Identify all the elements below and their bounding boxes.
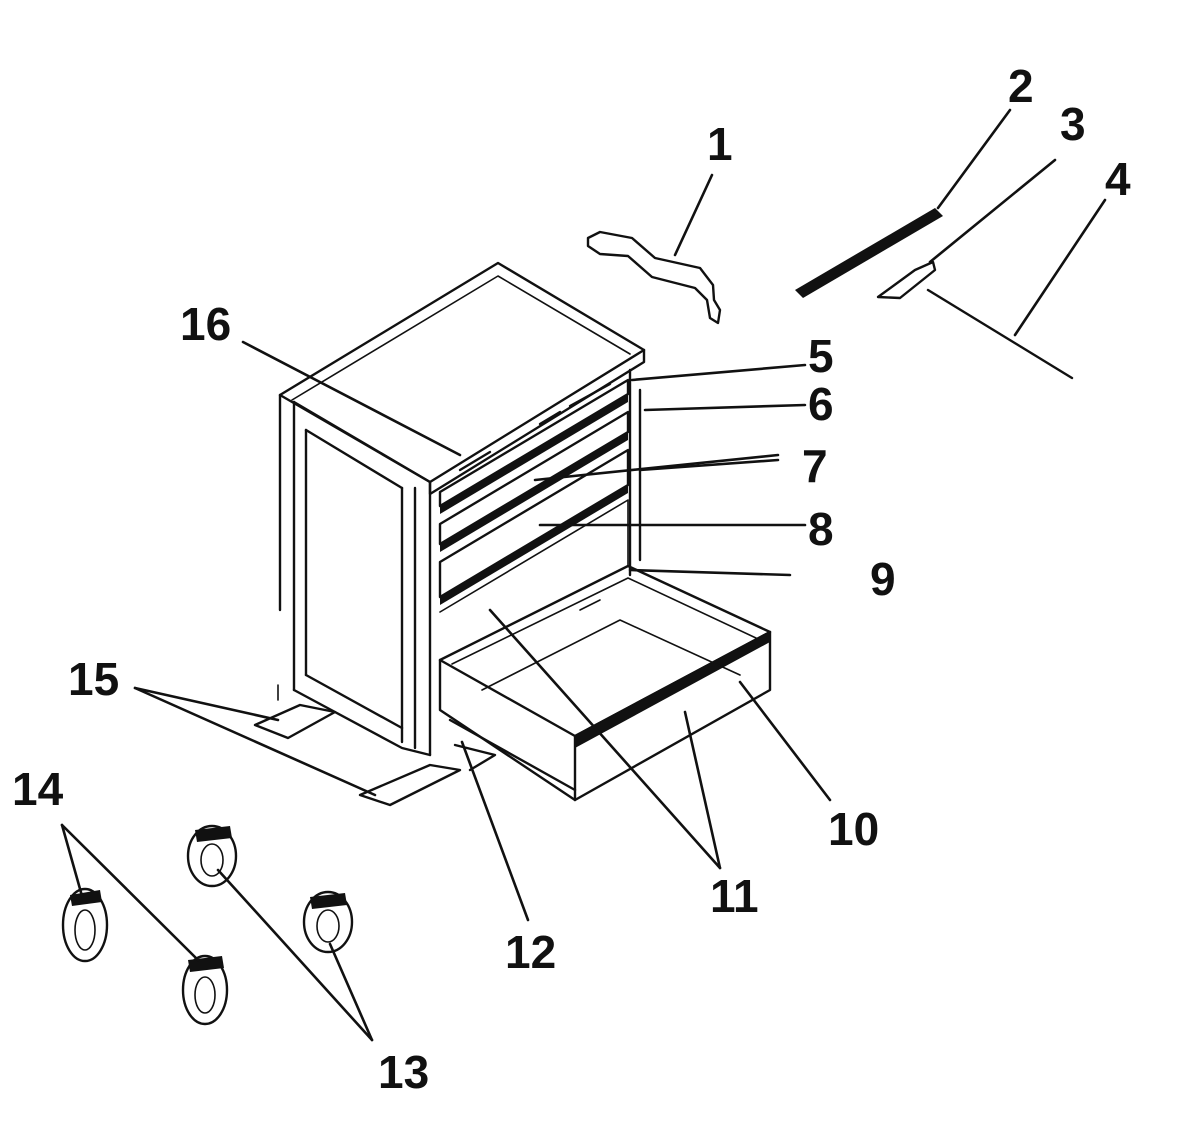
callout-11: 11 xyxy=(710,870,759,922)
base-rails xyxy=(253,684,497,807)
part-3-plate xyxy=(876,260,937,300)
part-4-rod xyxy=(926,288,1074,380)
callout-13: 13 xyxy=(378,1046,429,1098)
callout-14: 14 xyxy=(12,763,64,815)
leader-lines xyxy=(60,108,1107,1042)
callout-2: 2 xyxy=(1008,60,1034,112)
callout-4: 4 xyxy=(1105,153,1131,205)
callout-8: 8 xyxy=(808,503,834,555)
caster-13a xyxy=(186,824,238,888)
part-1-bracket xyxy=(586,230,722,325)
casters xyxy=(61,824,354,1026)
part-2-rod xyxy=(795,208,943,298)
cabinet-body xyxy=(278,261,646,757)
callout-16: 16 xyxy=(180,298,231,350)
callout-12: 12 xyxy=(505,926,556,978)
callout-9: 9 xyxy=(870,553,896,605)
open-drawer xyxy=(438,564,772,802)
caster-13b xyxy=(302,890,354,954)
caster-14a xyxy=(61,887,109,963)
callout-10: 10 xyxy=(828,803,879,855)
callout-5: 5 xyxy=(808,330,834,382)
callout-7: 7 xyxy=(802,440,828,492)
callout-labels: 1 2 3 4 5 6 7 8 9 10 11 12 13 14 15 16 xyxy=(12,60,1131,1098)
callout-3: 3 xyxy=(1060,98,1086,150)
callout-6: 6 xyxy=(808,378,834,430)
callout-15: 15 xyxy=(68,653,119,705)
callout-1: 1 xyxy=(707,118,733,170)
caster-14b xyxy=(181,954,229,1026)
